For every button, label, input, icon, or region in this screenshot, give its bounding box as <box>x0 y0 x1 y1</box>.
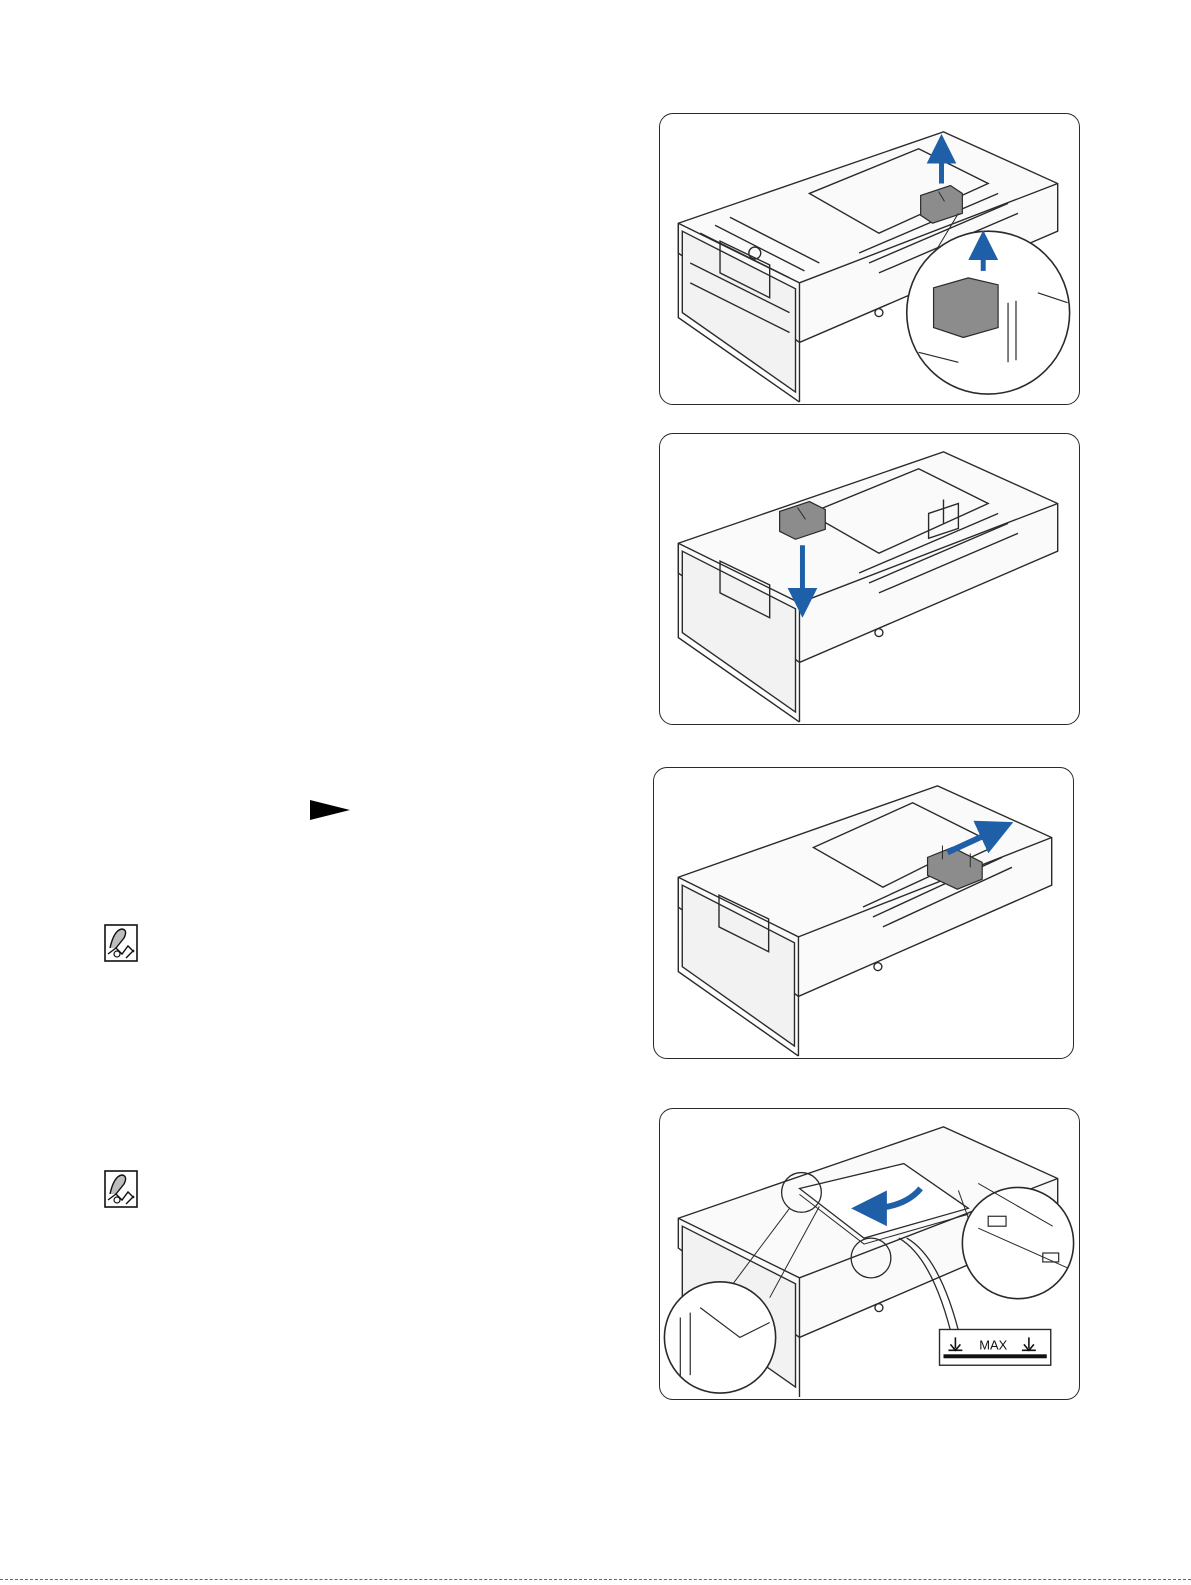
paper-tray <box>678 786 1051 1056</box>
note-pencil-icon <box>104 924 138 962</box>
max-fill-label: MAX <box>940 1329 1051 1365</box>
max-label-text: MAX <box>979 1337 1007 1352</box>
tray-drawing-3 <box>654 768 1073 1058</box>
paper-tray <box>678 452 1057 722</box>
illustration-slide-end-guide <box>653 767 1074 1059</box>
tray-drawing-4: MAX <box>660 1109 1079 1399</box>
tray-drawing-2 <box>660 434 1079 724</box>
illustration-remove-end-guide <box>659 113 1080 405</box>
triangle-arrow-icon <box>309 797 351 821</box>
illustration-load-paper: MAX <box>659 1108 1080 1400</box>
note-pencil-icon <box>104 1170 138 1208</box>
page-footer-rule <box>0 1579 1191 1580</box>
illustration-insert-end-guide <box>659 433 1080 725</box>
tray-drawing-1 <box>660 114 1079 404</box>
